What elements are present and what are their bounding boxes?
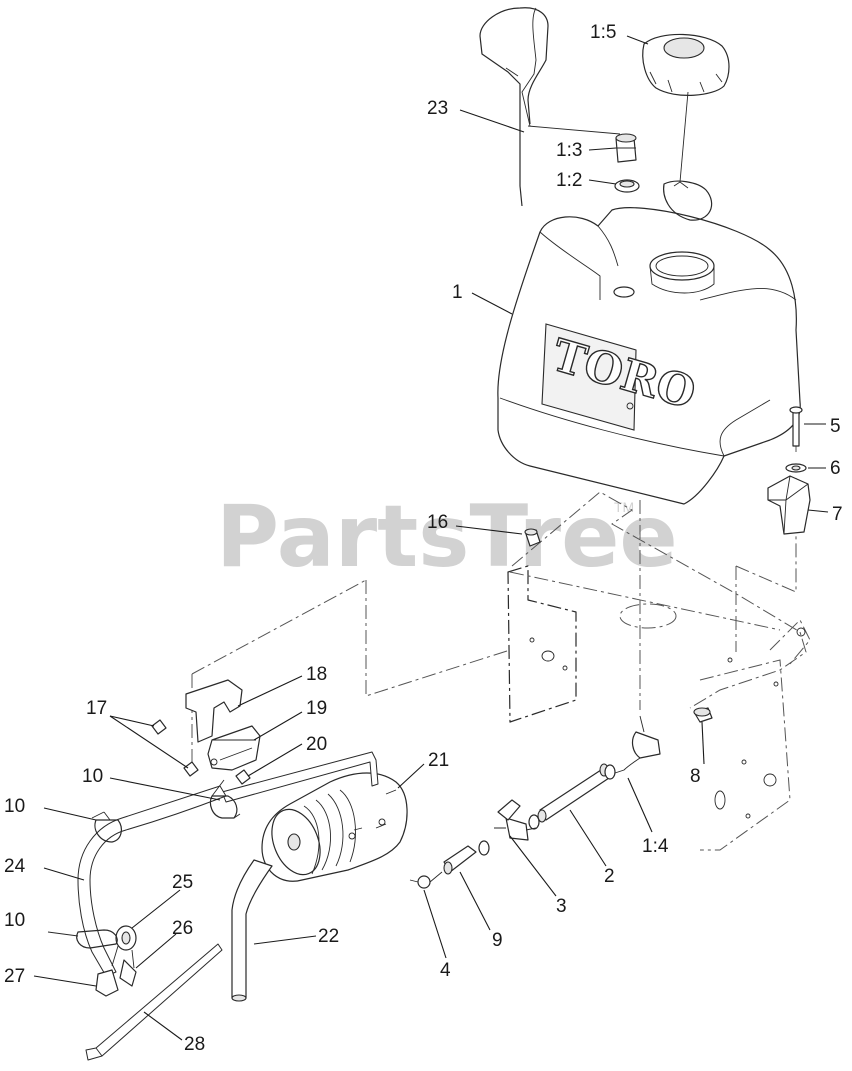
callout-26: 26 [172, 918, 193, 939]
callout-28: 28 [184, 1034, 205, 1055]
callout-25: 25 [172, 872, 193, 893]
callout-21: 21 [428, 750, 449, 771]
clevis-pin [524, 528, 541, 547]
callout-1-2: 1:2 [556, 170, 582, 191]
fuel-line-assembly [409, 715, 661, 889]
callout-23: 23 [427, 98, 448, 119]
callout-4: 4 [440, 960, 451, 981]
canister-bracket [151, 679, 261, 785]
callout-10-left: 10 [4, 796, 25, 817]
callout-17: 17 [86, 698, 107, 719]
callout-7: 7 [832, 504, 843, 525]
watermark: PartsTree TM [216, 487, 678, 587]
callout-2: 2 [604, 866, 615, 887]
callout-8: 8 [690, 766, 701, 787]
callout-6: 6 [830, 458, 841, 479]
callout-1-5: 1:5 [590, 22, 616, 43]
tank-strap-hardware [767, 406, 811, 535]
callout-9: 9 [492, 930, 503, 951]
callout-27: 27 [4, 966, 25, 987]
callout-labels: 1:5 23 1:3 1:2 1 5 6 7 16 18 17 19 20 21… [4, 22, 843, 1055]
callout-18: 18 [306, 664, 327, 685]
callout-3: 3 [556, 896, 567, 917]
leader-lines [33, 35, 829, 1041]
fuel-tank: TORO [497, 207, 801, 505]
callout-1: 1 [452, 282, 463, 303]
callout-24: 24 [4, 856, 26, 877]
callout-20: 20 [306, 734, 327, 755]
callout-1-3: 1:3 [556, 140, 582, 161]
vent-hose-assembly [47, 779, 241, 1061]
callout-16: 16 [427, 512, 448, 533]
flange-nut [693, 707, 713, 723]
fuel-cap [642, 33, 730, 221]
callout-22: 22 [318, 926, 339, 947]
mounting-frame [507, 491, 811, 851]
watermark-text: PartsTree [216, 487, 678, 587]
callout-19: 19 [306, 698, 327, 719]
callout-5: 5 [830, 416, 841, 437]
callout-1-4: 1:4 [642, 836, 669, 857]
charcoal-canister [221, 751, 408, 1002]
vent-tube [479, 7, 640, 207]
callout-10-upper: 10 [82, 766, 103, 787]
callout-10-lower: 10 [4, 910, 25, 931]
